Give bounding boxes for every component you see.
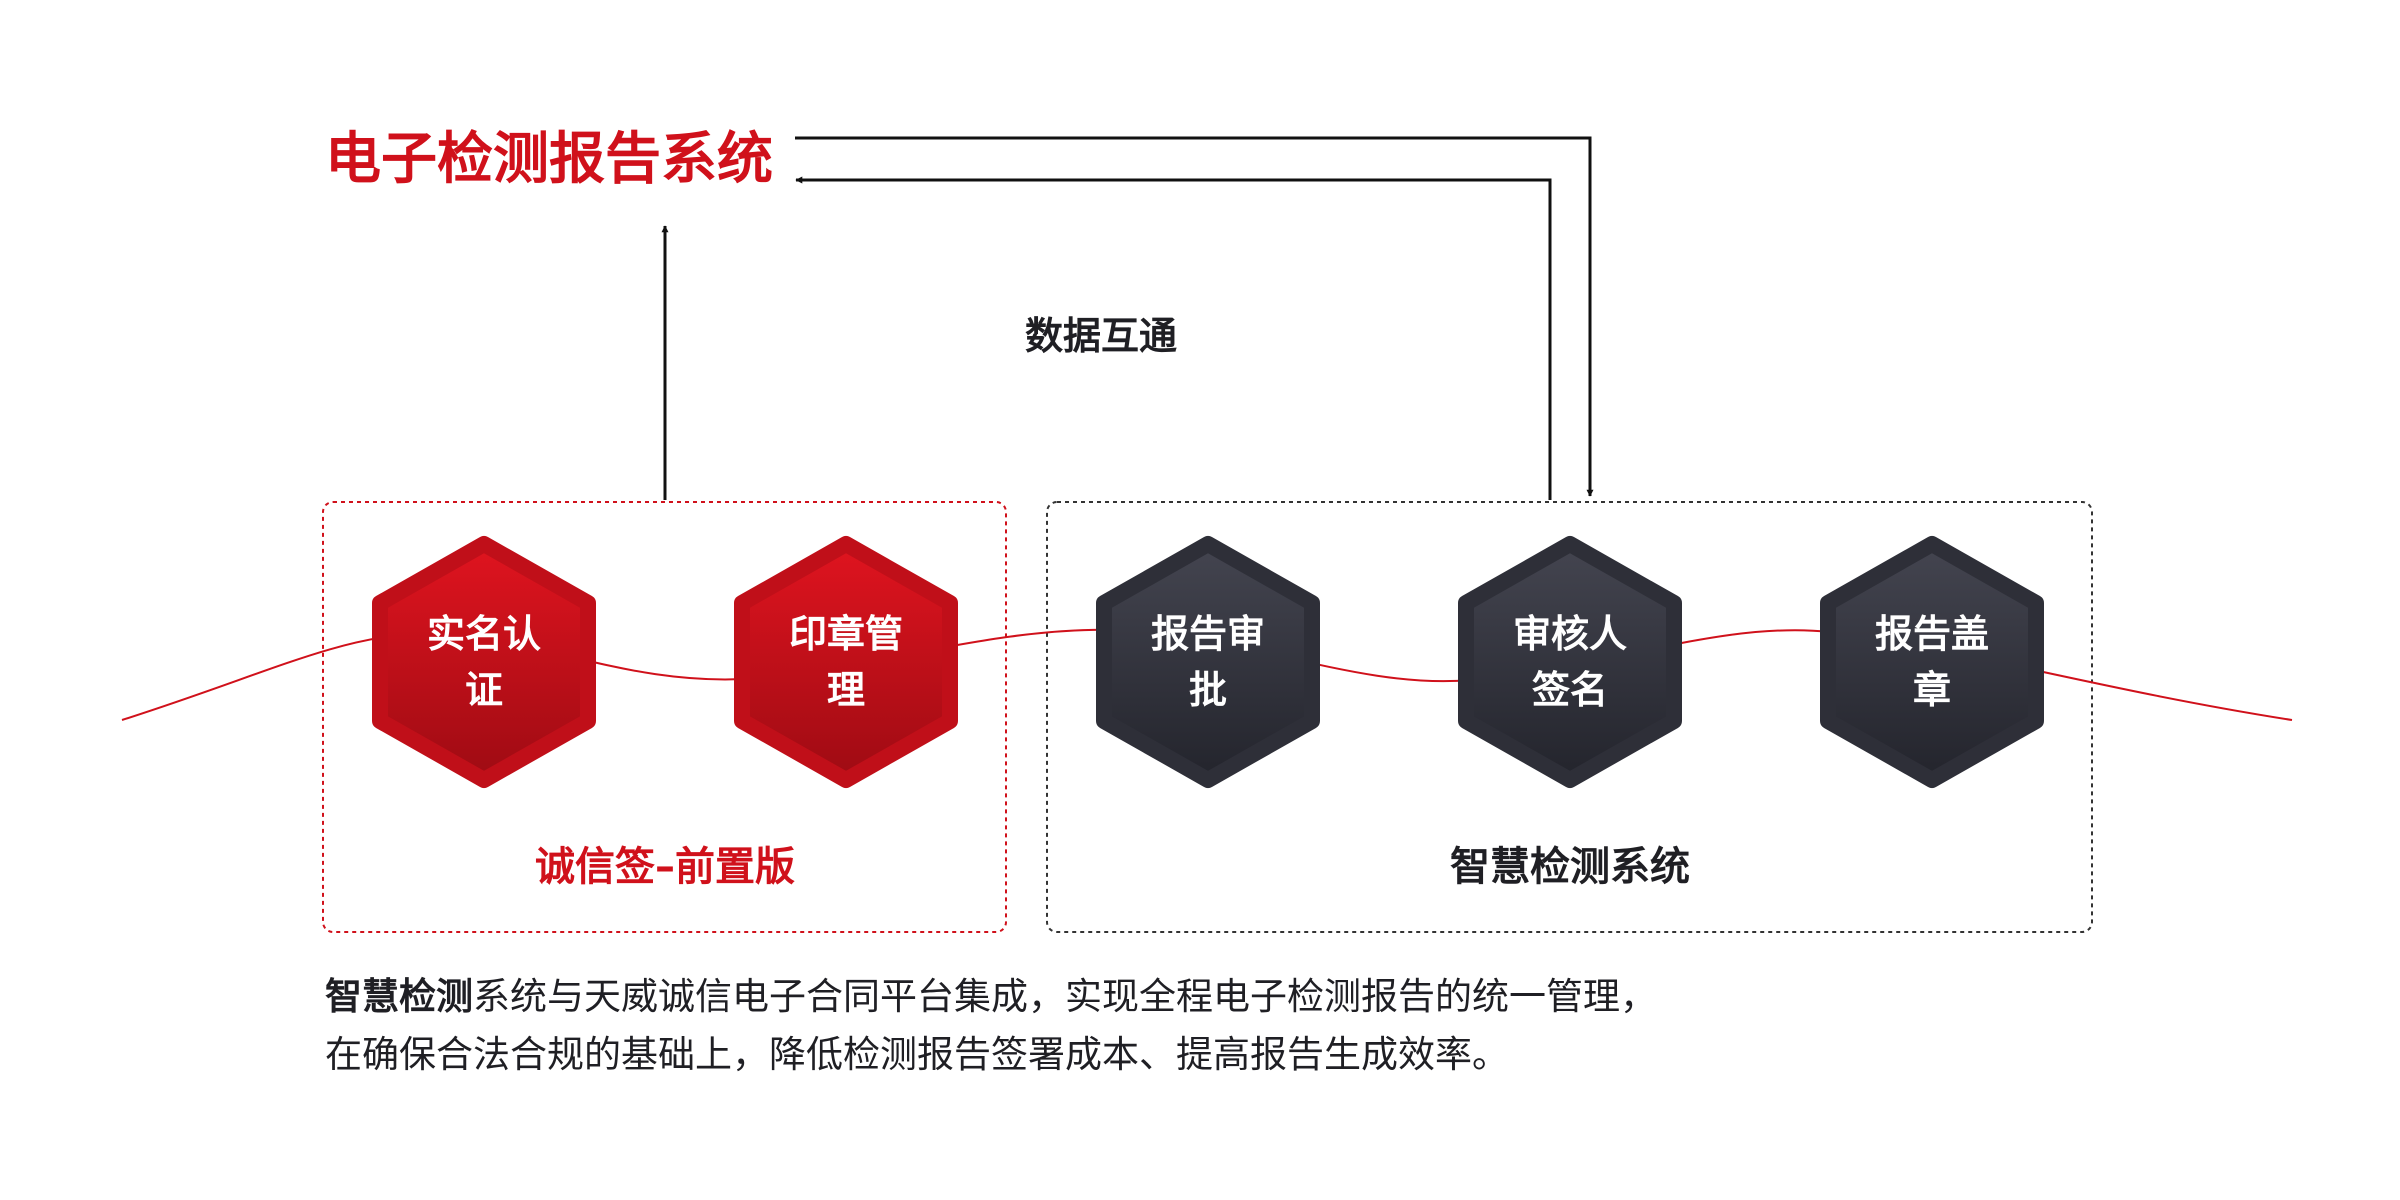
arrow-review-to-system <box>795 176 1552 500</box>
node-label: 审核人 签名 <box>1470 606 1670 718</box>
description-line-1-rest: 系统与天威诚信电子合同平台集成，实现全程电子检测报告的统一管理， <box>473 975 1657 1018</box>
hexagon-node <box>1096 536 1320 788</box>
group-frame-dark <box>1046 501 2093 933</box>
group-label-dark: 智慧检测系统 <box>1450 844 1690 890</box>
node-label-line: 报告盖 <box>1874 612 1989 656</box>
arrow-system-to-review <box>795 136 1594 497</box>
description-bold: 智慧检测 <box>325 975 473 1018</box>
description: 智慧检测系统与天威诚信电子合同平台集成，实现全程电子检测报告的统一管理， 在确保… <box>325 968 1657 1084</box>
node-label: 报告审 批 <box>1108 606 1308 718</box>
top-system-title: 电子检测报告系统 <box>325 127 773 192</box>
description-line-2: 在确保合法合规的基础上，降低检测报告签署成本、提高报告生成效率。 <box>325 1033 1509 1076</box>
group-frame-red <box>322 501 1007 933</box>
hexagon-node <box>1820 536 2044 788</box>
description-line-1: 智慧检测系统与天威诚信电子合同平台集成，实现全程电子检测报告的统一管理， <box>325 968 1657 1026</box>
hexagon-node <box>372 536 596 788</box>
node-label-line: 章 <box>1912 668 1951 712</box>
link-label: 数据互通 <box>1025 314 1178 358</box>
node-label-line: 印章管 <box>788 612 903 656</box>
node-label-line: 批 <box>1188 668 1227 712</box>
node-label: 印章管 理 <box>746 606 946 718</box>
group-label-red: 诚信签–前置版 <box>535 844 795 890</box>
node-label-line: 报告审 <box>1150 612 1265 656</box>
node-label: 实名认 证 <box>384 606 584 718</box>
node-layer <box>372 536 2044 788</box>
hexagon-node <box>734 536 958 788</box>
node-label-line: 签名 <box>1531 668 1608 712</box>
node-label-line: 证 <box>464 668 503 712</box>
hexagon-node <box>1458 536 1682 788</box>
node-label-line: 实名认 <box>426 612 541 656</box>
node-label-line: 理 <box>826 668 865 712</box>
node-label: 报告盖 章 <box>1832 606 2032 718</box>
node-label-line: 审核人 <box>1512 612 1627 656</box>
